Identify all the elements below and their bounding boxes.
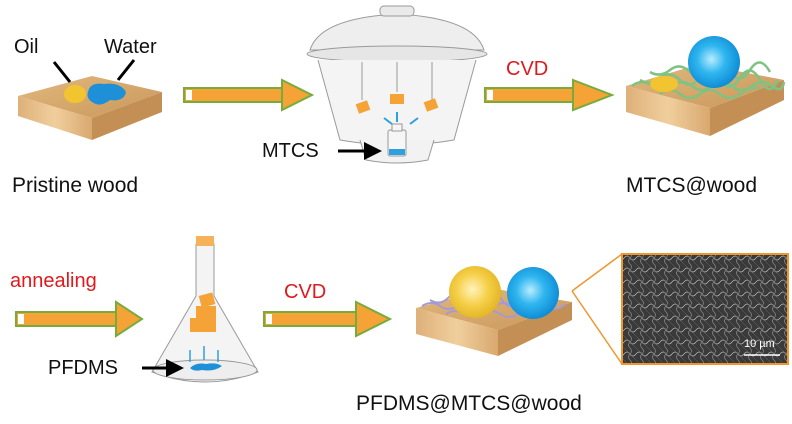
oil-pointer bbox=[52, 61, 72, 83]
water-ball bbox=[688, 36, 740, 88]
process-arrow-cvd-1 bbox=[484, 78, 615, 112]
mtcs-wood-label: MTCS@wood bbox=[626, 174, 758, 197]
pfdms-label: PFDMS bbox=[48, 357, 118, 379]
process-arrow-cvd-2 bbox=[263, 300, 393, 338]
oil-ball bbox=[449, 266, 501, 318]
water-droplet bbox=[87, 83, 126, 105]
wood-sample-stack bbox=[190, 292, 216, 332]
annealing-label: annealing bbox=[10, 270, 97, 292]
oil-droplet bbox=[64, 85, 86, 103]
pfdms-mtcs-wood-block bbox=[416, 266, 572, 356]
sem-micrograph bbox=[621, 253, 789, 365]
pristine-wood-block bbox=[18, 59, 162, 140]
pristine-wood-label: Pristine wood bbox=[12, 174, 139, 197]
water-ball bbox=[507, 267, 559, 319]
mtcs-vial bbox=[387, 123, 407, 157]
magnify-line-bottom bbox=[571, 290, 623, 365]
vapor-arrows bbox=[383, 112, 419, 125]
scale-bar-label: 10 µm bbox=[744, 338, 775, 350]
magnify-line-top bbox=[571, 253, 623, 292]
water-label: Water bbox=[104, 36, 157, 58]
mtcs-wood-block bbox=[626, 36, 786, 136]
oil-label: Oil bbox=[14, 36, 39, 58]
pfdms-mtcs-wood-label: PFDMS@MTCS@wood bbox=[356, 392, 582, 415]
cvd-label-1: CVD bbox=[506, 58, 549, 80]
water-pointer bbox=[116, 59, 136, 81]
process-arrow-1 bbox=[183, 78, 315, 112]
oil-droplet-on-coating bbox=[650, 76, 678, 92]
process-arrow-annealing bbox=[15, 300, 144, 338]
pfdms-liquid bbox=[190, 363, 222, 371]
wood-samples bbox=[355, 94, 439, 114]
mtcs-label: MTCS bbox=[262, 140, 319, 162]
flask-cork bbox=[196, 236, 214, 246]
pfdms-vapor-arrows bbox=[189, 346, 219, 362]
cvd-label-2: CVD bbox=[284, 281, 327, 303]
